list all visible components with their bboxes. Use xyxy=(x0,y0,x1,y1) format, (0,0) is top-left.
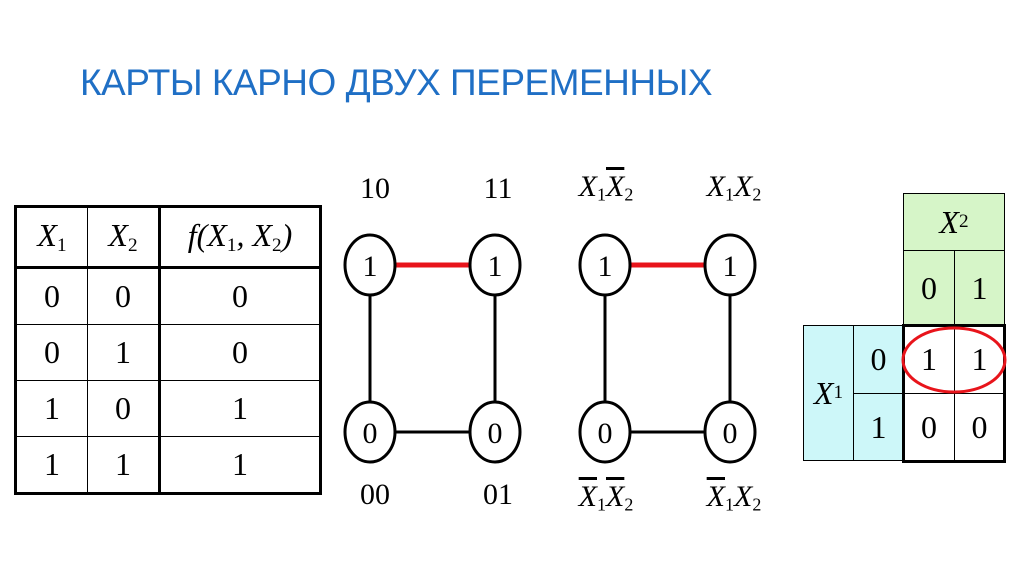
kmap-row-value: 0 xyxy=(853,325,904,394)
node-circle xyxy=(468,233,522,297)
kmap-cell: 1 xyxy=(954,325,1005,394)
node-value: 1 xyxy=(723,250,738,283)
node-circle xyxy=(578,233,632,297)
cell: 0 xyxy=(158,267,321,325)
kmap-cell: 1 xyxy=(903,325,955,394)
node-value: 0 xyxy=(598,417,613,450)
node-label: 11 xyxy=(483,172,513,205)
cell: 1 xyxy=(87,436,160,494)
node-circle xyxy=(468,400,522,464)
node-label: 10 xyxy=(360,172,390,205)
cell: 0 xyxy=(15,324,88,381)
node-literal-label: X1X2 xyxy=(706,170,762,205)
node-literal-label: X1X2 xyxy=(578,480,634,515)
node-circle xyxy=(343,233,397,297)
node-circle xyxy=(703,233,757,297)
node-value: 1 xyxy=(598,250,613,283)
cell: 0 xyxy=(87,267,160,325)
node-value: 1 xyxy=(488,250,503,283)
slide-title: КАРТЫ КАРНО ДВУХ ПЕРЕМЕННЫХ xyxy=(80,62,713,103)
node-circle xyxy=(703,400,757,464)
cell: 1 xyxy=(15,436,88,494)
cell: 0 xyxy=(158,324,321,381)
node-value: 0 xyxy=(363,417,378,450)
cell: 0 xyxy=(15,267,88,325)
node-value: 0 xyxy=(723,417,738,450)
kmap-cell: 0 xyxy=(903,393,955,461)
node-label: 00 xyxy=(360,478,390,511)
cell: 1 xyxy=(158,380,321,437)
node-literal-label: X1X2 xyxy=(578,170,634,205)
node-label: 01 xyxy=(483,478,513,511)
node-literal-label: X1X2 xyxy=(706,480,762,515)
cell: 1 xyxy=(158,436,321,494)
kmap-row-value: 1 xyxy=(853,393,904,461)
node-value: 1 xyxy=(363,250,378,283)
kmap-cell: 0 xyxy=(954,393,1005,461)
node-value: 0 xyxy=(488,417,503,450)
node-circle xyxy=(343,400,397,464)
kmap-col-value: 0 xyxy=(903,250,955,326)
kmap-col-value: 1 xyxy=(954,250,1005,326)
header-x1: X1 xyxy=(15,206,88,269)
node-circle xyxy=(578,400,632,464)
cell: 1 xyxy=(87,324,160,381)
header-f: f(X1, X2) xyxy=(158,206,321,269)
table-header-row: X1 X2 f(X1, X2) xyxy=(15,206,321,269)
